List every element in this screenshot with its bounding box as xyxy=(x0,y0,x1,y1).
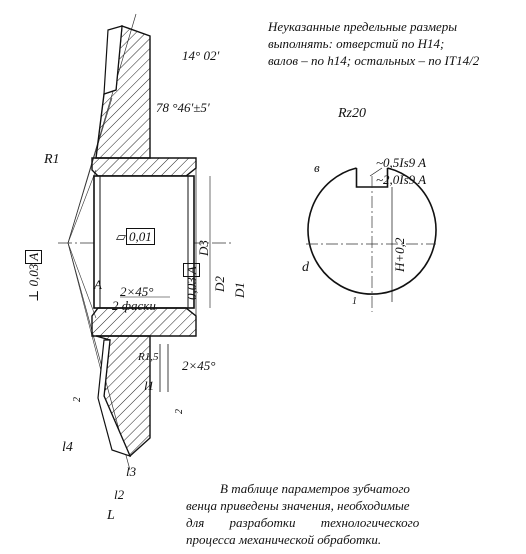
keyway-leader xyxy=(369,167,383,177)
hub-top-section xyxy=(91,157,197,177)
l4-label: l4 xyxy=(62,440,73,455)
chamfer-1-label: 2×45° xyxy=(120,284,154,299)
angle-cone-label: 78 °46′±5′ xyxy=(156,100,210,115)
bore-datum: A xyxy=(183,263,200,278)
key-tolerance-2: ~2,0Is9 A xyxy=(376,172,427,187)
d2-label: D2 xyxy=(212,276,227,292)
chamfer-2-label: 2×45° xyxy=(182,358,216,373)
runout-value: ⊥ 0,03 xyxy=(26,263,41,302)
note-line-3: валов – по h14; остальных – по IT14/2 xyxy=(268,53,480,68)
general-tolerance-note: Неуказанные предельные размеры выполнять… xyxy=(268,18,518,69)
roughness-label: Rz20 xyxy=(338,106,366,121)
tooth-bottom-profile xyxy=(97,339,132,457)
note-bottom-line-1: В таблице параметров зубчатого xyxy=(220,481,410,496)
radius-small-label: R1,5 xyxy=(138,351,159,363)
section-one-label: 1 xyxy=(352,296,357,307)
section-view-label: в xyxy=(314,160,320,175)
tooth-top-profile xyxy=(103,25,123,95)
key-tolerance-1: ~0,5Is9 A xyxy=(376,155,427,170)
length-l-label: L xyxy=(107,508,115,523)
l1-label: l1 xyxy=(144,378,155,393)
two-label-a: 2 xyxy=(72,397,83,402)
cone-line-b xyxy=(67,242,107,391)
note-bottom-line-2: венца приведены значения, необходимые xyxy=(186,498,410,513)
table-parameters-note: В таблице параметров зубчатого венца при… xyxy=(186,480,446,548)
note-bottom-line-3: для разработки технологического xyxy=(186,515,420,530)
runout-tolerance: ⊥ 0,03A xyxy=(25,249,42,302)
bore-tolerance-value: 0,03 xyxy=(184,277,199,300)
bore-tolerance: 0,03A xyxy=(183,263,200,300)
radius-label: R1 xyxy=(44,152,60,167)
flatness-tolerance: ▱0,01 xyxy=(116,228,155,245)
cone-line-c xyxy=(67,169,97,244)
note-line-2: выполнять: отверстий по H14; xyxy=(268,36,445,51)
key-section-circle xyxy=(307,167,437,295)
angle-outer-label: 14° 02′ xyxy=(182,48,220,63)
chamfer-1-note: 2 фаски xyxy=(112,298,156,313)
runout-datum: A xyxy=(25,249,42,264)
note-bottom-line-4: процесса механической обработки. xyxy=(186,532,382,547)
cone-line-d xyxy=(67,242,97,319)
note-line-1: Неуказанные предельные размеры xyxy=(268,19,458,34)
key-height-label: H+0,2 xyxy=(392,237,407,272)
datum-a-label: A xyxy=(94,277,102,292)
l2-label: l2 xyxy=(114,487,125,502)
two-label-b: 2 xyxy=(174,409,185,414)
d3-label: D3 xyxy=(196,240,211,256)
section-diameter-label: d xyxy=(302,260,309,275)
l3-label: l3 xyxy=(126,464,137,479)
flatness-symbol: ▱ xyxy=(116,229,126,244)
d1-label: D1 xyxy=(232,282,247,298)
flatness-value: 0,01 xyxy=(126,228,155,245)
